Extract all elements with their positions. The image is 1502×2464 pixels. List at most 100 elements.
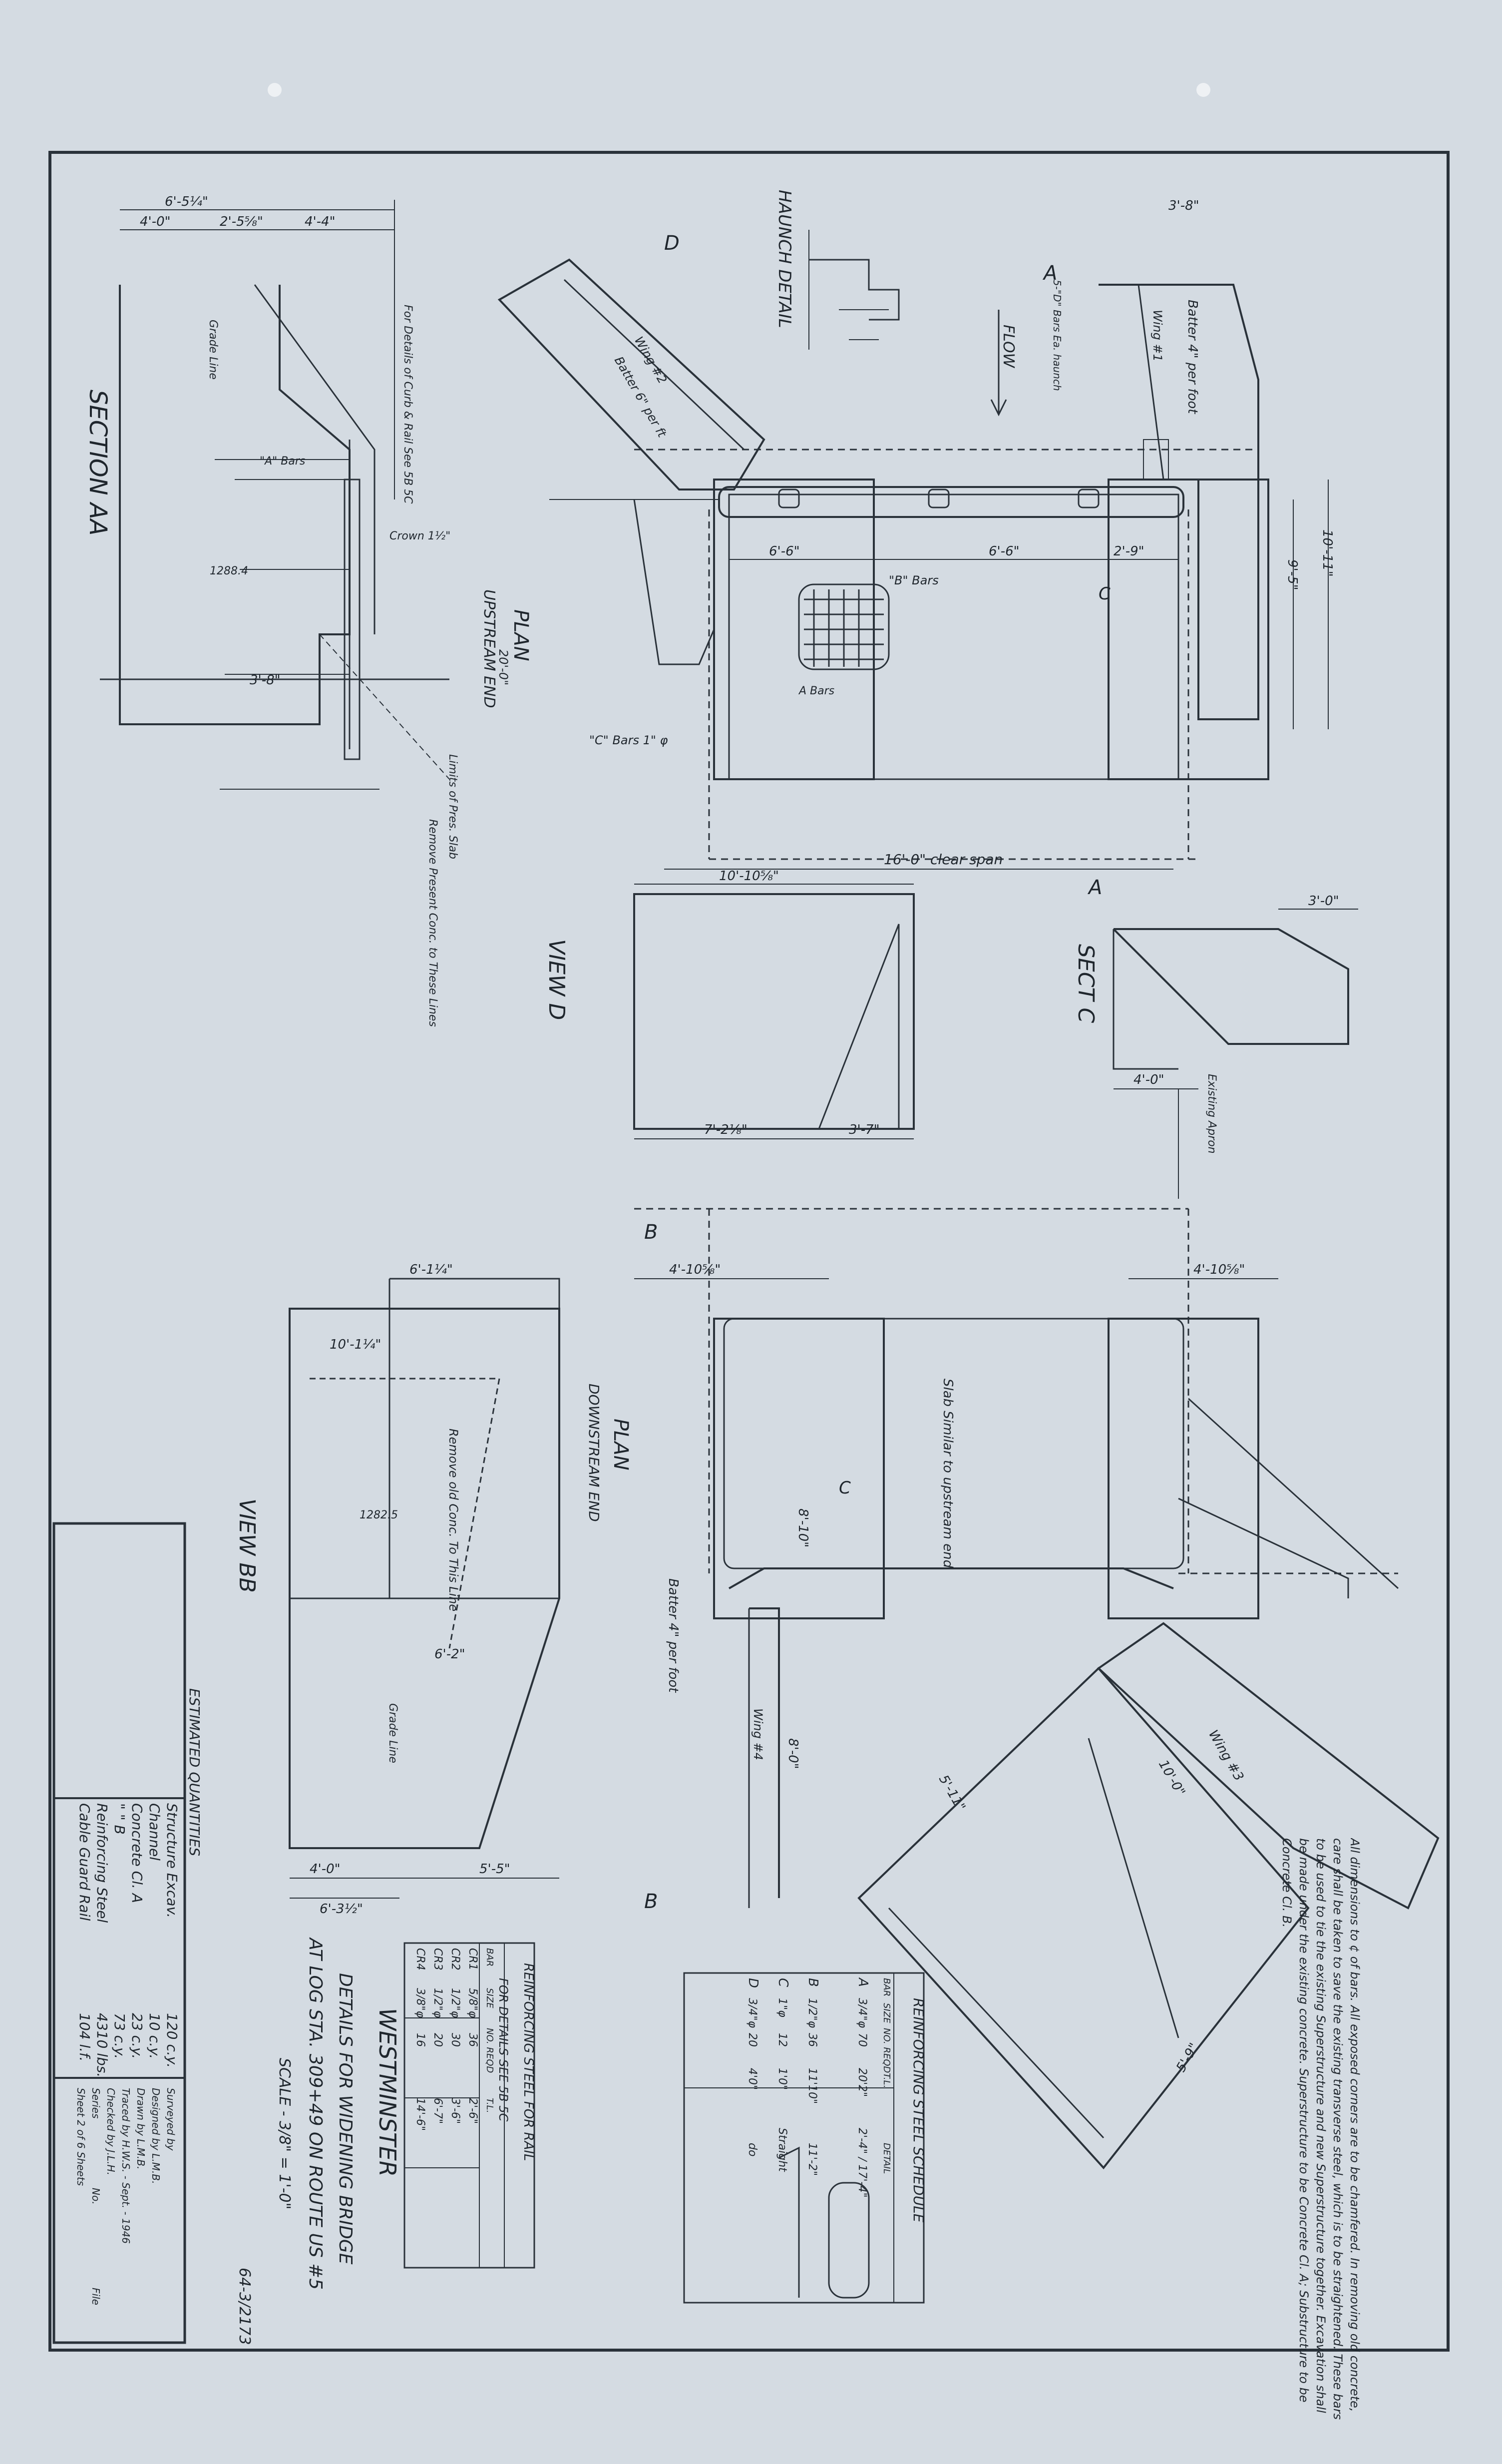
title-stamp: 64-3/2173: [236, 2268, 253, 2345]
rail-row-no: 30: [449, 2033, 461, 2047]
section-marker-a: A: [1087, 876, 1102, 899]
plan-upstream-c-bars: "C" Bars 1" φ: [589, 733, 668, 747]
signoff-drawn: Drawn by L.M.B.: [135, 2088, 147, 2169]
plan-upstream-dim: 9'-5": [1285, 559, 1300, 590]
title-line-2: AT LOG STA. 309+49 ON ROUTE US #5: [305, 1937, 326, 2290]
rail-row-bar: CR3: [431, 1948, 444, 1971]
view-bb: 6'-1¼" 10'-1¼" 6'-2" 5'-5" 4'-0" 6'-3½" …: [234, 1262, 560, 1917]
sect-c-title: SECT C: [1073, 944, 1099, 1023]
plan-downstream-wing-4: Wing #4: [751, 1708, 765, 1760]
reinforcing-row-bar: D: [746, 1978, 760, 1988]
section-aa-dim: 4'-4": [305, 214, 336, 229]
plan-upstream-a-bars: A Bars: [798, 685, 834, 697]
section-marker-c: C: [1099, 584, 1111, 604]
section-aa-dim: 3'-8": [250, 673, 281, 688]
plan-upstream-dim: 6'-6": [769, 544, 800, 559]
section-aa-dim: 6'-5¼": [165, 194, 208, 209]
reinforcing-row-no: 12: [776, 2033, 788, 2047]
rail-row-bar: CR1: [466, 1948, 479, 1971]
plan-upstream-subtitle: UPSTREAM END: [480, 589, 498, 708]
reinforcing-row-tl: 1'0": [776, 2068, 788, 2090]
plan-downstream-dim: 8'-10": [795, 1508, 810, 1547]
rail-row-size: 1/2"φ: [449, 1988, 461, 2018]
haunch-detail-title: HAUNCH DETAIL: [774, 190, 794, 328]
sect-c: 3'-0" 4'-0" SECT C Existing Apron: [1073, 894, 1358, 1199]
view-bb-grade-line: Grade Line: [386, 1703, 399, 1763]
reinforcing-row-size: 3/4"φ: [746, 1998, 758, 2028]
signoff-series: Series: [90, 2088, 102, 2119]
title-block: WESTMINSTER DETAILS FOR WIDENING BRIDGE …: [236, 1937, 401, 2345]
plan-upstream-dim: 3'-8": [1168, 198, 1199, 213]
reinforcing-schedule: REINFORCING STEEL SCHEDULE BAR SIZE NO. …: [683, 1972, 927, 2304]
view-d-dim: 3'-7": [849, 1122, 880, 1137]
rail-subtitle: FOR DETAILS SEE 5B 5C: [496, 1978, 510, 2122]
plan-downstream-title: PLAN: [609, 1419, 632, 1471]
view-bb-dim: 5'-5": [479, 1862, 510, 1877]
sect-c-dim: 4'-0": [1133, 1072, 1164, 1087]
quantity-value: 10 c.y.: [146, 2013, 163, 2059]
rail-row-size: 5/8"φ: [466, 1988, 479, 2018]
section-aa-curb-note: For Details of Curb & Rail See 5B 5C: [401, 305, 414, 504]
reinforcing-row-bar: B: [805, 1978, 820, 1987]
quantity-value: 4310 lbs.: [94, 2013, 110, 2077]
signoff-no: No.: [90, 2188, 102, 2205]
section-marker-b: B: [644, 1890, 658, 1913]
reinforcing-row-detail: Straight: [776, 2128, 788, 2172]
reinforcing-title: REINFORCING STEEL SCHEDULE: [910, 1998, 927, 2223]
reinforcing-row-no: 20: [746, 2033, 758, 2047]
sect-c-apron: Existing Apron: [1205, 1074, 1218, 1154]
rail-row-tl: 14'-6": [414, 2098, 426, 2131]
reinforcing-header: BAR: [881, 1978, 892, 1996]
rail-row-size: 1/2"φ: [431, 1988, 444, 2018]
view-bb-elev: 1282.5: [360, 1509, 398, 1521]
general-notes-text: All dimensions to ¢ of bars. All exposed…: [1280, 1838, 1362, 2420]
plan-upstream-dim: 10'-11": [1320, 529, 1335, 577]
section-aa-grade-line: Grade Line: [207, 320, 219, 380]
reinforcing-row-no: 36: [806, 2033, 818, 2047]
plan-downstream-batter: Batter 4" per foot: [666, 1578, 681, 1693]
rail-title: REINFORCING STEEL FOR RAIL: [521, 1963, 536, 2161]
quantity-label: Cable Guard Rail: [76, 1803, 93, 1921]
signoff-file: File: [90, 2288, 102, 2305]
reinforcing-row-detail: 2'-4" / 17'-4": [856, 2128, 868, 2198]
punch-hole: [268, 83, 282, 97]
view-d-title: VIEW D: [544, 939, 569, 1020]
reinforcing-header: T.L.: [881, 2073, 892, 2088]
section-marker-b: B: [644, 1221, 658, 1244]
reinforcing-row-detail: 11'-2": [806, 2143, 818, 2176]
rail-row-tl: 2'-6": [466, 2098, 479, 2124]
plan-upstream-title: PLAN: [509, 609, 532, 661]
plan-upstream-wing-1: Wing #1: [1150, 310, 1164, 362]
section-aa-elev: 1288.4: [210, 565, 248, 577]
quantity-value: 73 c.y.: [111, 2013, 128, 2059]
signoff-traced: Traced by H.W.S. - Sept. - 1946: [120, 2088, 132, 2244]
rail-header: T.L.: [484, 2098, 495, 2113]
plan-downstream-dim: 4'-10⅝": [1193, 1262, 1245, 1277]
view-bb-dim: 4'-0": [310, 1862, 341, 1877]
section-aa-dim: 20'-0": [496, 649, 510, 685]
signoff-surveyed: Surveyed by: [165, 2088, 177, 2151]
section-aa-title: SECTION AA: [84, 390, 112, 535]
section-marker-d: D: [664, 232, 680, 255]
section-aa-crown: Crown 1½": [389, 530, 450, 542]
quantity-label: Structure Excav.: [164, 1803, 180, 1918]
plan-upstream-limits: Limits of Pres. Slab: [446, 754, 459, 859]
quantities-title: ESTIMATED QUANTITIES: [186, 1688, 203, 1856]
reinforcing-row-detail: do: [746, 2143, 758, 2156]
section-marker-a: A: [1042, 262, 1057, 285]
reinforcing-row-tl: 11'10": [806, 2068, 818, 2104]
section-aa-remove-note: Remove Present Conc. to These Lines: [426, 819, 439, 1027]
rail-header: SIZE: [484, 1988, 495, 2008]
haunch-detail: HAUNCH DETAIL: [774, 190, 900, 350]
plan-upstream-batter: Batter 4" per foot: [1185, 300, 1200, 414]
plan-downstream-slab-note: Slab Similar to upstream end: [940, 1379, 955, 1568]
view-d-dim: 10'-10⅝": [719, 869, 779, 884]
plan-upstream-flow: FLOW: [1000, 325, 1017, 369]
reinforcing-header: SIZE: [881, 2003, 892, 2023]
rail-row-size: 3/8"φ: [414, 1988, 426, 2018]
view-bb-remove-note: Remove old Conc. To This Line: [446, 1429, 460, 1611]
reinforcing-header: NO. REQD: [881, 2028, 892, 2073]
signoff-designed: Designed by L.M.B.: [150, 2088, 162, 2184]
